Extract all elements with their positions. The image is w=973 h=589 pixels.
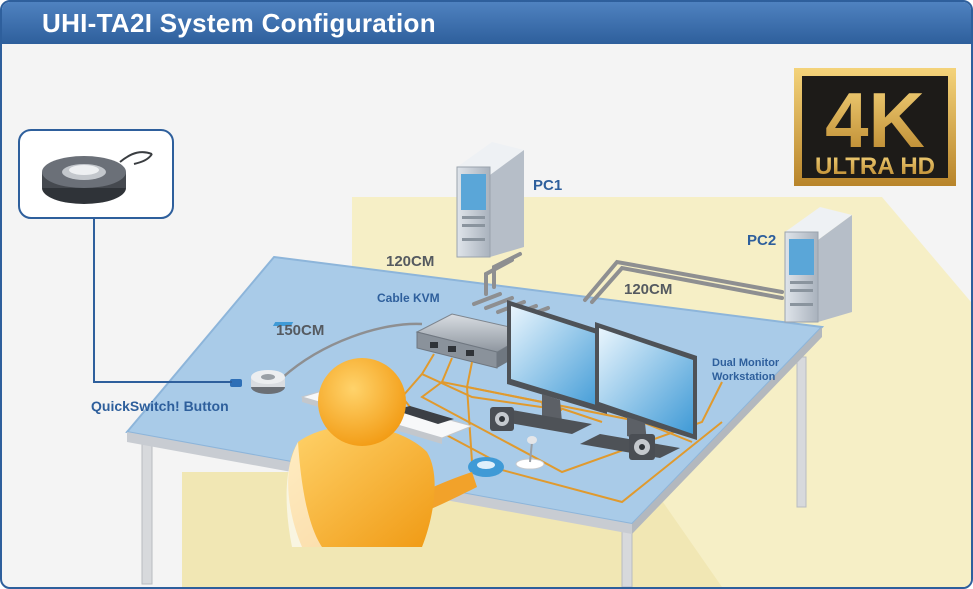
monitor-2 [580, 322, 697, 458]
speaker-right [629, 434, 655, 460]
workstation-label-line2: Workstation [712, 371, 776, 383]
speaker-left [490, 407, 514, 431]
pc2-label: PC2 [747, 232, 776, 249]
quickswitch-button-closeup [42, 151, 153, 204]
mouse [468, 457, 504, 477]
pc1-tower [456, 142, 524, 258]
callout-leader-line [93, 218, 232, 383]
pc1-cable-length-label: 120CM [386, 253, 434, 270]
quickswitch-label: QuickSwitch! Button [91, 398, 229, 414]
system-configuration-illustration: PC1 PC2 120CM 120CM Cable KVM [18, 68, 971, 587]
title-bar: UHI-TA2I System Configuration [2, 2, 971, 44]
desk-edge-right [632, 327, 822, 534]
workstation-label-line1: Dual Monitor [712, 357, 780, 369]
pc1-label: PC1 [533, 177, 562, 194]
quickswitch-button-device [230, 370, 285, 394]
pc2-cable-length-label: 120CM [624, 281, 672, 298]
page-title: UHI-TA2I System Configuration [42, 8, 436, 38]
microphone [515, 436, 545, 470]
4k-ultra-hd-badge: 4K ULTRA HD [794, 68, 956, 186]
monitor-1 [492, 300, 607, 434]
kvm-label: Cable KVM [377, 291, 440, 305]
button-cable [281, 322, 423, 379]
badge-4k-text: 4K [825, 76, 925, 164]
pc2-tower [784, 207, 852, 323]
button-cable-length-label: 150CM [276, 322, 324, 339]
user-figure [286, 358, 477, 547]
badge-ultra-hd-text: ULTRA HD [815, 153, 935, 180]
